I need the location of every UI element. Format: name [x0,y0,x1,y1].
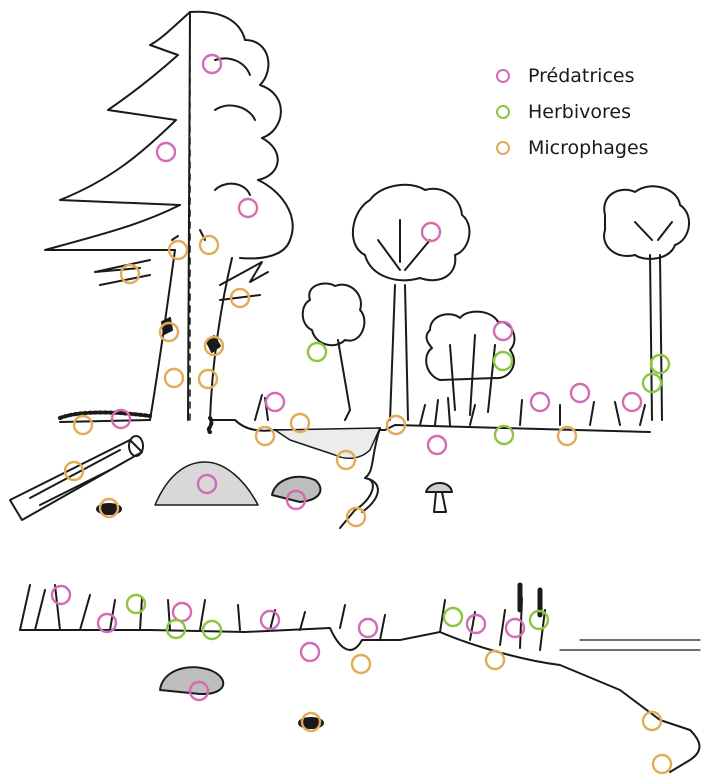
predator-swatch-icon [496,69,510,83]
microphage-marker [74,416,92,434]
predator-marker [428,436,446,454]
predator-marker [359,619,377,637]
predator-marker [531,393,549,411]
microphage-marker [200,236,218,254]
herbivore-marker [494,352,512,370]
microphage-marker [486,651,504,669]
predator-marker [422,223,440,241]
legend-label: Prédatrices [528,65,635,87]
stream-lower [670,730,699,772]
microphage-swatch-icon [496,141,510,155]
fallen-log [10,436,143,520]
herbivore-marker [203,621,221,639]
predator-marker [467,615,485,633]
predator-marker [157,143,175,161]
microphage-marker [352,655,370,673]
predator-marker [173,603,191,621]
anthill [155,462,258,505]
predator-marker [266,393,284,411]
rock [160,667,223,694]
predator-marker [239,199,257,217]
small-tree [303,284,365,420]
middle-tree [353,185,470,420]
microphage-marker [165,369,183,387]
legend-item-herbivores: Herbivores [496,94,649,130]
right-tree [604,186,689,420]
ground-line-lower [20,628,690,730]
microphage-marker [256,427,274,445]
pond [275,428,380,458]
water-line [560,640,700,650]
microphage-marker [121,265,139,283]
legend-label: Herbivores [528,101,631,123]
large-tree [45,12,293,420]
rock [272,477,320,502]
herbivore-swatch-icon [496,105,510,119]
herbivore-marker [308,343,326,361]
herbivore-marker [444,608,462,626]
predator-marker [301,643,319,661]
legend-item-microphages: Microphages [496,130,649,166]
predator-marker [52,586,70,604]
predator-marker [623,393,641,411]
bush [426,312,514,415]
microphage-marker [199,370,217,388]
herbivore-marker [651,355,669,373]
mushroom [426,483,452,512]
predator-marker [494,322,512,340]
predator-marker [203,55,221,73]
legend-item-predators: Prédatrices [496,58,649,94]
legend: Prédatrices Herbivores Microphages [496,58,649,166]
legend-label: Microphages [528,137,649,159]
microphage-marker [653,755,671,773]
predator-marker [571,384,589,402]
